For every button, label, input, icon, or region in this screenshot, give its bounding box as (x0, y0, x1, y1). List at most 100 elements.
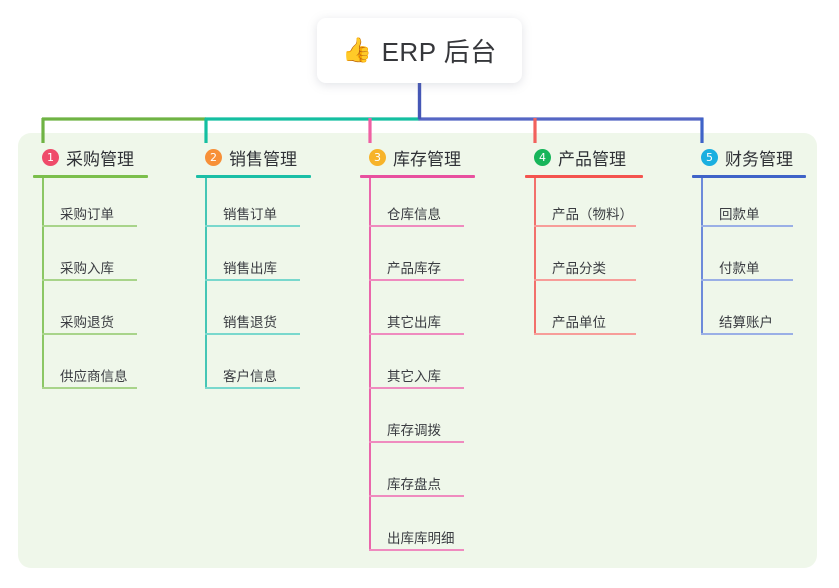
column-underline-4 (525, 175, 643, 178)
leaf-item-label: 采购退货 (60, 315, 114, 330)
leaf-item-underline (369, 549, 464, 551)
leaf-item-label: 销售订单 (223, 207, 277, 222)
leaf-item-label: 付款单 (719, 261, 760, 276)
column-branch-3: 仓库信息产品库存其它出库其它入库库存调拨库存盘点出库库明细 (360, 178, 475, 556)
leaf-item[interactable]: 结算账户 (692, 286, 806, 340)
leaf-item-label: 供应商信息 (60, 369, 128, 384)
leaf-item-underline (701, 333, 793, 335)
leaf-item[interactable]: 采购入库 (33, 232, 148, 286)
leaf-item[interactable]: 供应商信息 (33, 340, 148, 394)
leaf-item[interactable]: 其它出库 (360, 286, 475, 340)
column-title-5: 财务管理 (725, 149, 793, 169)
column-branch-5: 回款单付款单结算账户 (692, 178, 806, 340)
leaf-item[interactable]: 采购订单 (33, 178, 148, 232)
leaf-item-underline (534, 225, 636, 227)
column-branch-1: 采购订单采购入库采购退货供应商信息 (33, 178, 148, 394)
leaf-item-label: 出库库明细 (387, 531, 455, 546)
leaf-item-underline (205, 387, 300, 389)
leaf-item-label: 库存调拨 (387, 423, 441, 438)
leaf-item-label: 产品单位 (552, 315, 606, 330)
root-title-text: ERP 后台 (381, 37, 497, 67)
leaf-item[interactable]: 销售订单 (196, 178, 311, 232)
leaf-item-underline (42, 225, 137, 227)
leaf-item-label: 客户信息 (223, 369, 277, 384)
root-node-label: 👍 ERP 后台 (342, 32, 497, 69)
leaf-item-underline (205, 279, 300, 281)
leaf-item-underline (369, 333, 464, 335)
column-badge-5: 5 (701, 148, 718, 166)
leaf-item-label: 销售退货 (223, 315, 277, 330)
column-badge-4: 4 (534, 148, 551, 166)
leaf-item-label: 采购订单 (60, 207, 114, 222)
column-badge-3: 3 (369, 148, 386, 166)
leaf-item-underline (369, 441, 464, 443)
leaf-item-label: 库存盘点 (387, 477, 441, 492)
column-5: 5 财务管理回款单付款单结算账户 (692, 144, 806, 340)
leaf-item-underline (369, 495, 464, 497)
branch-spine-5 (701, 178, 703, 335)
leaf-item-underline (534, 279, 636, 281)
column-badge-2: 2 (205, 148, 222, 166)
leaf-item[interactable]: 采购退货 (33, 286, 148, 340)
leaf-item-underline (701, 225, 793, 227)
column-title-1: 采购管理 (66, 149, 134, 169)
leaf-item-underline (701, 279, 793, 281)
leaf-item[interactable]: 产品（物料） (525, 178, 643, 232)
column-header-1[interactable]: 1 采购管理 (33, 144, 148, 170)
root-node[interactable]: 👍 ERP 后台 (317, 18, 522, 83)
column-underline-2 (196, 175, 311, 178)
column-branch-4: 产品（物料） 产品分类产品单位 (525, 178, 643, 340)
column-title-2: 销售管理 (229, 149, 297, 169)
column-header-5[interactable]: 5 财务管理 (692, 144, 806, 170)
leaf-item-label: 产品分类 (552, 261, 606, 276)
leaf-item-label: 其它出库 (387, 315, 441, 330)
column-badge-1: 1 (42, 148, 59, 166)
leaf-item-underline (42, 333, 137, 335)
leaf-item-label: 其它入库 (387, 369, 441, 384)
column-branch-2: 销售订单销售出库销售退货客户信息 (196, 178, 311, 394)
leaf-item-label: 结算账户 (719, 315, 773, 330)
branch-spine-4 (534, 178, 536, 335)
leaf-item-underline (369, 387, 464, 389)
leaf-item[interactable]: 库存盘点 (360, 448, 475, 502)
column-title-4: 产品管理 (558, 149, 626, 169)
leaf-item[interactable]: 产品库存 (360, 232, 475, 286)
column-header-3[interactable]: 3 库存管理 (360, 144, 475, 170)
column-underline-5 (692, 175, 806, 178)
branch-spine-1 (42, 178, 44, 389)
leaf-item[interactable]: 客户信息 (196, 340, 311, 394)
thumbs-up-icon: 👍 (342, 36, 373, 64)
leaf-item-underline (42, 387, 137, 389)
column-header-2[interactable]: 2 销售管理 (196, 144, 311, 170)
leaf-item[interactable]: 销售退货 (196, 286, 311, 340)
column-title-3: 库存管理 (393, 149, 461, 169)
column-header-4[interactable]: 4 产品管理 (525, 144, 643, 170)
column-underline-3 (360, 175, 475, 178)
leaf-item-underline (42, 279, 137, 281)
leaf-item-underline (205, 333, 300, 335)
leaf-item[interactable]: 仓库信息 (360, 178, 475, 232)
leaf-item[interactable]: 回款单 (692, 178, 806, 232)
leaf-item[interactable]: 产品分类 (525, 232, 643, 286)
column-3: 3 库存管理仓库信息产品库存其它出库其它入库库存调拨库存盘点出库库明细 (360, 144, 475, 556)
leaf-item[interactable]: 销售出库 (196, 232, 311, 286)
column-1: 1 采购管理采购订单采购入库采购退货供应商信息 (33, 144, 148, 394)
leaf-item-underline (534, 333, 636, 335)
leaf-item[interactable]: 付款单 (692, 232, 806, 286)
leaf-item-underline (205, 225, 300, 227)
leaf-item[interactable]: 其它入库 (360, 340, 475, 394)
leaf-item-label: 采购入库 (60, 261, 114, 276)
leaf-item-underline (369, 225, 464, 227)
leaf-item[interactable]: 产品单位 (525, 286, 643, 340)
leaf-item-underline (369, 279, 464, 281)
leaf-item-label: 回款单 (719, 207, 760, 222)
leaf-item[interactable]: 出库库明细 (360, 502, 475, 556)
column-2: 2 销售管理销售订单销售出库销售退货客户信息 (196, 144, 311, 394)
branch-spine-3 (369, 178, 371, 551)
leaf-item-label: 产品（物料） (552, 207, 633, 222)
branch-spine-2 (205, 178, 207, 389)
leaf-item[interactable]: 库存调拨 (360, 394, 475, 448)
leaf-item-label: 仓库信息 (387, 207, 441, 222)
